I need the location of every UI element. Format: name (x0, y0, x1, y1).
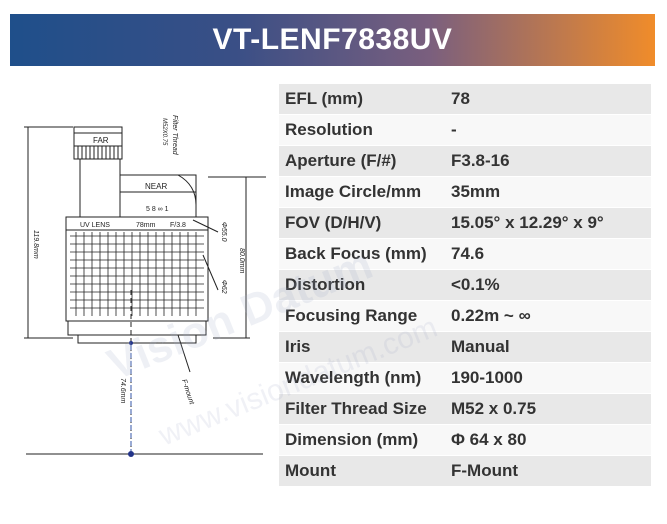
spec-value: 190-1000 (445, 362, 651, 394)
spec-row: FOV (D/H/V)15.05° x 12.29° x 9° (279, 207, 651, 239)
spec-label: Focusing Range (279, 300, 445, 332)
mount-label: F-mount (180, 378, 195, 406)
product-title: VT-LENF7838UV (212, 23, 453, 56)
spec-value: 74.6 (445, 238, 651, 270)
spec-value: Φ 64 x 80 (445, 424, 651, 456)
spec-row: Aperture (F/#)F3.8-16 (279, 145, 651, 177)
spec-label: Distortion (279, 269, 445, 301)
dim-back-focus-text: 74.6mm (119, 378, 126, 403)
dim-dia-large-text: Φ62 (220, 280, 227, 294)
title-banner: VT-LENF7838UV (10, 14, 655, 66)
spec-label: Resolution (279, 114, 445, 146)
spec-label: FOV (D/H/V) (279, 207, 445, 239)
lens-drawing: FAR NEAR 5 8 ∞ 1 UV LENS 78mm F/3.8 Filt… (24, 115, 266, 457)
lens-label: UV LENS (80, 222, 110, 229)
spec-label: Dimension (mm) (279, 424, 445, 456)
spec-value: F3.8-16 (445, 145, 651, 177)
near-label: NEAR (145, 182, 167, 191)
body-knurl (70, 232, 204, 316)
lens-aperture: F/3.8 (170, 222, 186, 229)
spec-value: Manual (445, 331, 651, 363)
dim-dia-small-text: Φ55.0 (220, 222, 227, 242)
spec-row: Resolution- (279, 114, 651, 146)
dim-body-text: 80.0mm (238, 248, 245, 273)
spec-value: 35mm (445, 176, 651, 208)
spec-label: Iris (279, 331, 445, 363)
spec-value: <0.1% (445, 269, 651, 301)
lens-body (65, 216, 209, 322)
scale-marks: 5 8 ∞ 1 (146, 206, 169, 213)
spec-value: 0.22m ~ ∞ (445, 300, 651, 332)
spec-label: Back Focus (mm) (279, 238, 445, 270)
spec-value: M52 x 0.75 (445, 393, 651, 425)
filter-thread-value: M52X0.75 (161, 118, 167, 146)
far-knurl (77, 146, 119, 159)
spec-label: EFL (mm) (279, 84, 445, 115)
spec-value: 78 (445, 84, 651, 115)
spec-label: Mount (279, 455, 445, 487)
spec-table: EFL (mm)78 Resolution- Aperture (F/#)F3.… (279, 84, 651, 487)
spec-label: Filter Thread Size (279, 393, 445, 425)
spec-label: Wavelength (nm) (279, 362, 445, 394)
filter-thread-label: Filter Thread (171, 115, 178, 156)
dim-total-text: 119.8mm (32, 230, 39, 259)
spec-label: Aperture (F/#) (279, 145, 445, 177)
lens-focal: 78mm (136, 222, 156, 229)
spec-row: Dimension (mm)Φ 64 x 80 (279, 424, 651, 456)
mount-flange (67, 320, 207, 336)
spec-value: - (445, 114, 651, 146)
spec-label: Image Circle/mm (279, 176, 445, 208)
far-label: FAR (93, 136, 109, 145)
focal-point (128, 451, 134, 457)
spec-value: F-Mount (445, 455, 651, 487)
spec-row: Distortion<0.1% (279, 269, 651, 301)
spec-row: Wavelength (nm)190-1000 (279, 362, 651, 394)
spec-row: Back Focus (mm)74.6 (279, 238, 651, 270)
spec-row: EFL (mm)78 (279, 84, 651, 115)
near-ring (119, 174, 197, 218)
spec-value: 15.05° x 12.29° x 9° (445, 207, 651, 239)
